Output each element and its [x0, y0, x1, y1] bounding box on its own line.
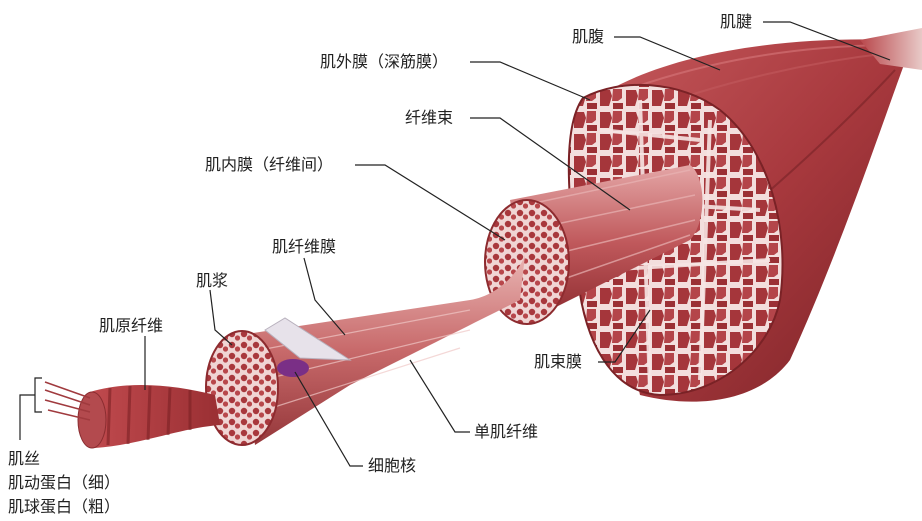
label-myofilament: 肌丝 — [8, 450, 40, 468]
label-myofibril: 肌原纤维 — [99, 317, 163, 335]
label-epimysium: 肌外膜（深筋膜） — [320, 53, 448, 71]
myofibril-end — [78, 392, 106, 448]
label-myosin: 肌球蛋白（粗） — [8, 498, 120, 516]
leader-myofilament-bracket — [20, 378, 42, 440]
label-nucleus: 细胞核 — [368, 457, 416, 475]
label-sarcolemma: 肌纤维膜 — [272, 238, 336, 256]
leader-epimysium — [470, 62, 590, 100]
label-perimysium: 肌束膜 — [534, 353, 582, 371]
fiber-cross-section — [206, 331, 278, 445]
label-endomysium: 肌内膜（纤维间） — [205, 156, 333, 174]
label-single-fiber: 单肌纤维 — [474, 423, 538, 441]
label-muscle-belly: 肌腹 — [572, 28, 604, 46]
leader-single-fiber — [410, 360, 470, 432]
label-actin: 肌动蛋白（细） — [8, 474, 120, 492]
label-fascicle: 纤维束 — [405, 109, 453, 127]
label-sarcoplasm: 肌浆 — [196, 272, 228, 290]
leader-endomysium — [355, 165, 505, 240]
single-fiber — [240, 255, 525, 445]
nucleus-shape — [277, 359, 309, 377]
label-tendon: 肌腱 — [720, 13, 752, 31]
